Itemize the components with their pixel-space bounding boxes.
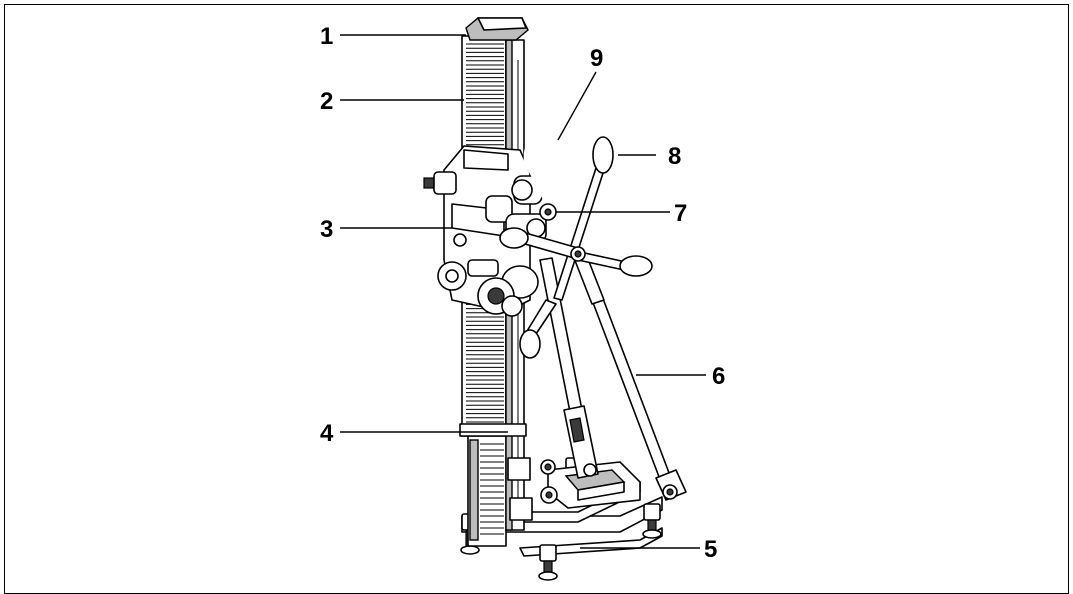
callout-7: 7 (674, 200, 687, 227)
leader-line-9 (557, 71, 597, 141)
callout-6: 6 (712, 363, 725, 390)
column-clamp (459, 423, 527, 437)
front-brace (539, 257, 599, 479)
callout-1: 1 (320, 23, 333, 50)
callout-8: 8 (668, 143, 681, 170)
callout-2: 2 (320, 88, 333, 115)
callout-5: 5 (704, 536, 717, 563)
callout-3: 3 (320, 216, 333, 243)
callout-numbers: 1 2 3 4 5 6 7 8 9 (320, 23, 725, 563)
callout-4: 4 (320, 420, 334, 447)
leader-lines (340, 34, 706, 549)
callout-9: 9 (590, 45, 603, 72)
column-cap (465, 17, 529, 41)
leveling-foot (642, 503, 662, 539)
feed-handle (499, 136, 653, 359)
support-strut (573, 253, 687, 501)
carriage (423, 145, 543, 317)
leveling-foot (538, 544, 558, 581)
carrying-handle (523, 133, 564, 211)
